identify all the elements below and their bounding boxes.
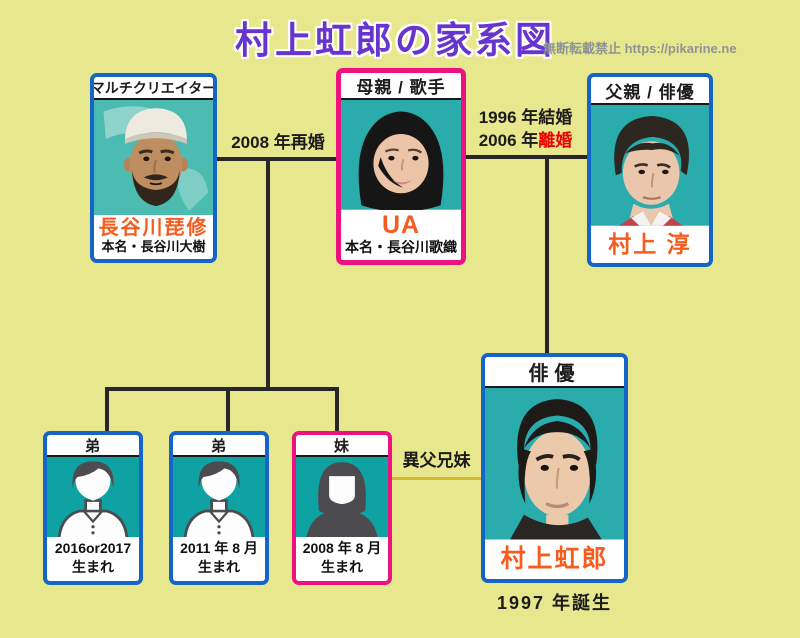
card-father: 父親 / 俳優 村上 淳 [587, 73, 713, 267]
role-label: 弟 [173, 435, 265, 457]
card-sister: 妹 2008 年 8 月 生まれ [292, 431, 392, 585]
birth-block: 2011 年 8 月 生まれ [173, 537, 265, 581]
card-brother2: 弟 2011 年 8 月 生まれ [169, 431, 269, 585]
birth-block: 2016or2017 生まれ [47, 537, 139, 581]
role-label: 父親 / 俳優 [591, 77, 709, 105]
name-block: UA 本名・長谷川歌織 [341, 209, 461, 260]
birth-block: 2008 年 8 月 生まれ [296, 537, 388, 581]
portrait-stepfather-icon [94, 100, 213, 216]
name-block: 村上虹郎 [485, 539, 624, 579]
card-mother: 母親 / 歌手 UA 本名・長谷川歌織 [336, 68, 466, 265]
marriage-divorce-label: 1996 年結婚 2006 年離婚 [459, 107, 592, 153]
line-stepfamily-drop [266, 157, 270, 391]
card-brother1: 弟 2016or2017 生まれ [43, 431, 143, 585]
person-name: 村上 淳 [608, 230, 692, 257]
portrait-father-icon [591, 105, 709, 226]
name-block: 長谷川琵修 本名・長谷川大樹 [94, 215, 213, 259]
line-brother2-drop [226, 387, 230, 433]
line-marriage-horizontal [462, 155, 589, 159]
person-name: 長谷川琵修 [98, 217, 209, 240]
name-block: 村上 淳 [591, 225, 709, 263]
line-father-drop [545, 155, 549, 355]
person-name: UA [381, 210, 421, 239]
line-brother1-drop [105, 387, 109, 433]
remarriage-label: 2008 年再婚 [231, 133, 325, 152]
role-label: 俳優 [485, 357, 624, 388]
birth-line2: 生まれ [72, 559, 114, 576]
role-label: 弟 [47, 435, 139, 457]
birth-line1: 2011 年 8 月 [180, 540, 258, 557]
birth-line1: 2008 年 8 月 [302, 540, 382, 557]
real-name: 本名・長谷川大樹 [101, 239, 206, 255]
male-silhouette-icon [47, 457, 139, 538]
portrait-subject-icon [485, 388, 624, 540]
birth-line2: 生まれ [198, 559, 240, 576]
birth-line2: 生まれ [321, 559, 363, 576]
portrait-mother-icon [341, 100, 461, 210]
divorce-year-label: 2006 年離婚 [478, 130, 573, 150]
divorce-text: 離婚 [538, 130, 573, 150]
half-siblings-label: 異父兄妹 [402, 451, 471, 470]
line-remarriage-horizontal [213, 157, 336, 161]
male-silhouette-icon [173, 457, 265, 538]
real-name: 本名・長谷川歌織 [345, 239, 457, 256]
role-label: 母親 / 歌手 [341, 73, 461, 100]
birth-line1: 2016or2017 [54, 540, 132, 557]
subject-birth-note: 1997 年誕生 [496, 593, 613, 613]
role-label: 妹 [296, 435, 388, 457]
card-stepfather: マルチクリエイター 長谷川琵修 本名・長谷川大樹 [90, 73, 217, 263]
person-name: 村上虹郎 [500, 544, 609, 573]
card-subject: 俳優 村上虹郎 [481, 353, 628, 583]
line-sister-drop [335, 387, 339, 433]
line-siblings-horizontal [105, 387, 339, 391]
female-silhouette-icon [296, 457, 388, 538]
marriage-year-label: 1996 年結婚 [478, 108, 573, 127]
line-half-siblings [392, 477, 481, 480]
watermark: 無断転載禁止 https://pikarine.ne [543, 41, 737, 56]
page-title: 村上虹郎の家系図 [235, 21, 555, 62]
role-label: マルチクリエイター [94, 77, 213, 100]
